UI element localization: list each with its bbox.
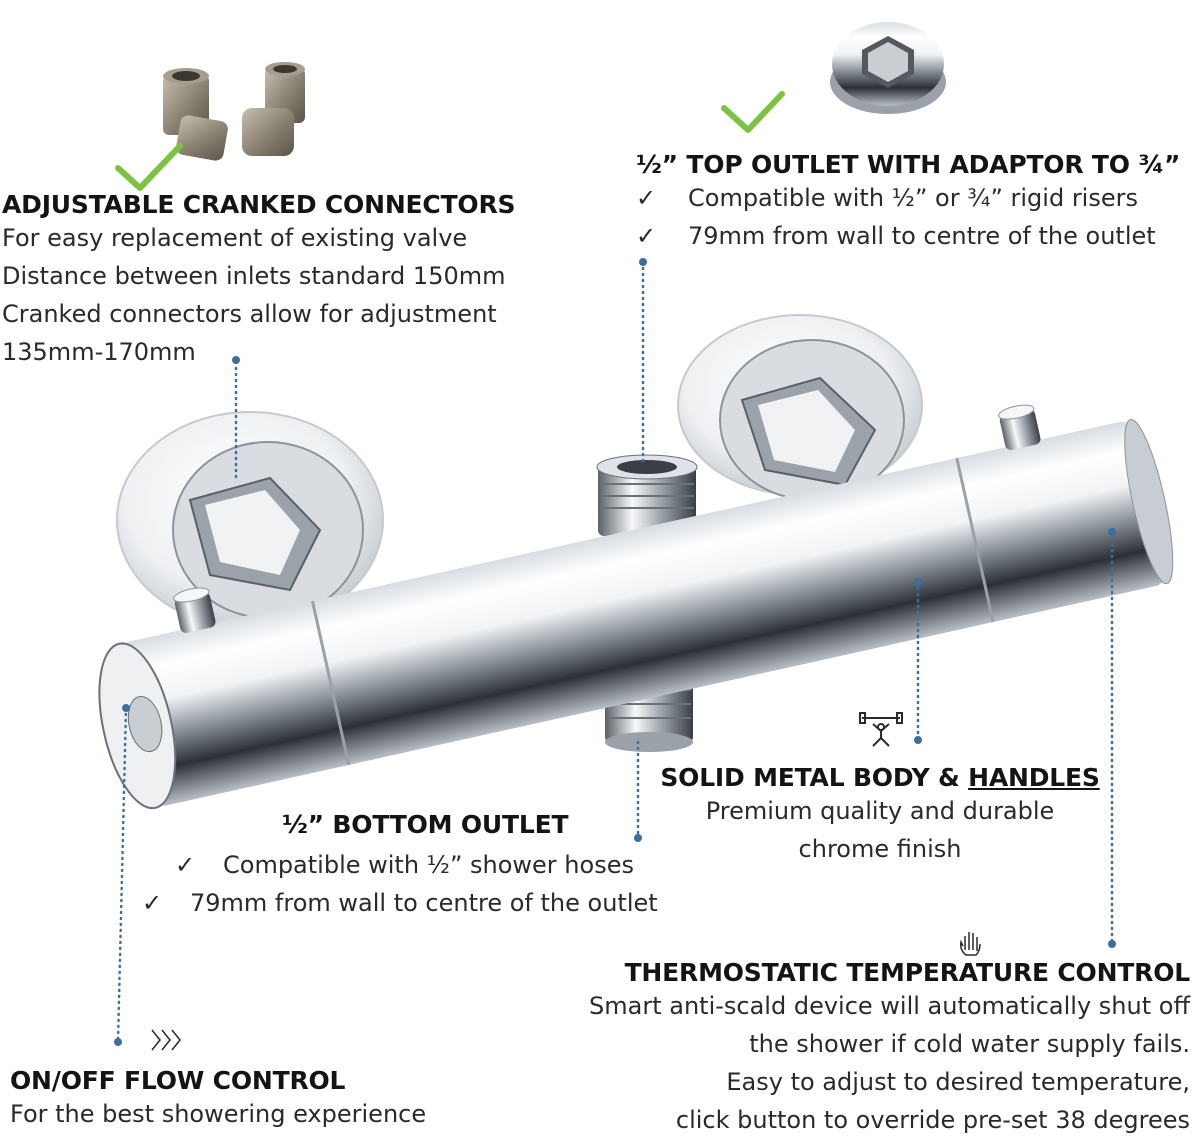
bottom-outlet-title-wrap: ½” BOTTOM OUTLET: [282, 810, 569, 839]
cranked-line-4: 135mm-170mm: [2, 338, 196, 366]
check-icon: ✓: [636, 222, 657, 250]
hand-icon: [960, 932, 981, 956]
cranked-connectors-image: [163, 62, 305, 161]
cranked-title: ADJUSTABLE CRANKED CONNECTORS: [2, 190, 516, 219]
thermostatic-line-1: Smart anti-scald device will automatical…: [589, 992, 1190, 1020]
cranked-line-1: For easy replacement of existing valve: [2, 224, 468, 252]
right-wall-disc: [677, 314, 923, 501]
bottom-outlet-item-1: Compatible with ½” shower hoses: [223, 851, 634, 879]
thermostatic-title: THERMOSTATIC TEMPERATURE CONTROL: [624, 958, 1191, 987]
cranked-line-3: Cranked connectors allow for adjustment: [2, 300, 497, 328]
bottom-outlet-item-2: 79mm from wall to centre of the outlet: [190, 889, 658, 917]
thermostatic-line-4: click button to override pre-set 38 degr…: [675, 1106, 1190, 1134]
chevrons-right-icon: [151, 1029, 181, 1051]
flow-title: ON/OFF FLOW CONTROL: [10, 1066, 346, 1095]
flow-control-callout: ON/OFF FLOW CONTROL For the best showeri…: [10, 1066, 426, 1133]
bottom-outlet-item-row-1: ✓ Compatible with ½” shower hoses: [175, 846, 634, 884]
left-wall-disc: [116, 411, 384, 629]
thermostatic-callout: THERMOSTATIC TEMPERATURE CONTROL Smart a…: [589, 958, 1190, 1139]
bottom-outlet-item-row-2: ✓ 79mm from wall to centre of the outlet: [142, 884, 658, 922]
flow-line-1: For the best showering experience: [10, 1100, 427, 1128]
top-outlet-callout: ½” TOP OUTLET WITH ADAPTOR TO ¾” ✓ Compat…: [636, 150, 1180, 255]
top-outlet-item-2: 79mm from wall to centre of the outlet: [688, 222, 1156, 250]
handles-word: HANDLES: [968, 763, 1100, 792]
valve-body: [98, 404, 1174, 810]
metal-body-line-1: Premium quality and durable: [705, 797, 1055, 825]
metal-body-line-2: chrome finish: [798, 835, 962, 863]
callout-dots: [114, 258, 1116, 1046]
thermostatic-line-2: the shower if cold water supply fails.: [749, 1030, 1190, 1058]
thermostatic-line-3: Easy to adjust to desired temperature,: [726, 1068, 1190, 1096]
top-outlet-title: ½” TOP OUTLET WITH ADAPTOR TO ¾”: [636, 150, 1181, 179]
cranked-connectors-callout: ADJUSTABLE CRANKED CONNECTORS For easy r…: [2, 190, 516, 371]
checkmark-icon: [115, 143, 183, 191]
metal-body-callout: SOLID METAL BODY & HANDLES Premium quali…: [640, 763, 1120, 868]
metal-body-title: SOLID METAL BODY & HANDLES: [660, 763, 1100, 792]
top-outlet-item-1: Compatible with ½” or ¾” rigid risers: [688, 184, 1138, 212]
checkmark-icon: [721, 91, 785, 133]
check-icon: ✓: [175, 851, 196, 879]
bottom-outlet-title: ½” BOTTOM OUTLET: [282, 810, 569, 839]
cranked-line-2: Distance between inlets standard 150mm: [2, 262, 506, 290]
check-icon: ✓: [636, 184, 657, 212]
check-icon: ✓: [142, 889, 163, 917]
weightlifter-icon: [859, 712, 903, 747]
callout-lines: [116, 260, 1114, 1044]
adaptor-image: [830, 22, 946, 114]
top-outlet-fitting: [596, 454, 698, 536]
